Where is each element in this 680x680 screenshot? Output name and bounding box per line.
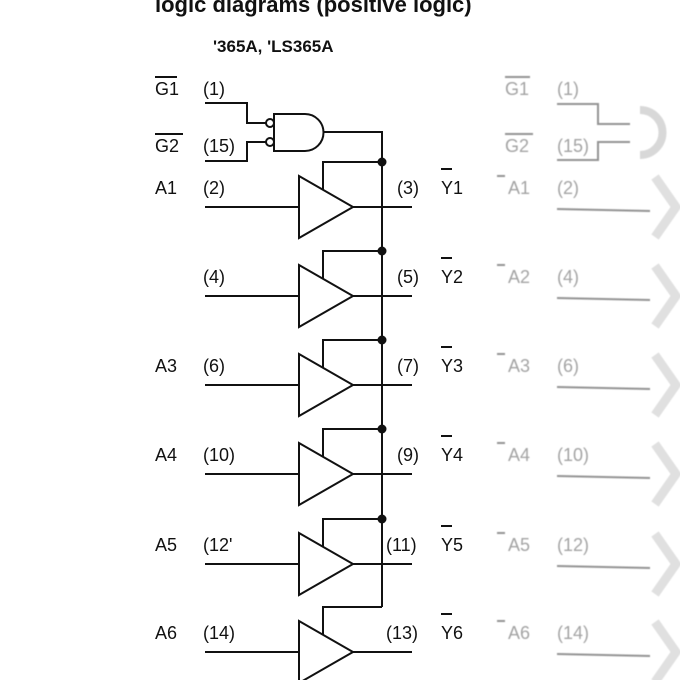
g1-label: G1 (155, 79, 179, 99)
buffer-triangle (298, 352, 356, 418)
enable-input-g1: G1 (1) (155, 76, 266, 124)
diagram-subtitle: '365A, 'LS365A (213, 37, 334, 56)
input-pin: (2) (557, 178, 579, 198)
buffer-row: A3 (6) (7) Y3 (155, 335, 463, 418)
and-gate (265, 113, 383, 607)
enable-wire (322, 339, 382, 368)
input-pin: (10) (557, 445, 589, 465)
g2-pin: (15) (557, 136, 589, 156)
enable-wire (322, 606, 382, 635)
buffer-triangle (298, 531, 356, 597)
input-pin: (6) (203, 356, 225, 376)
input-wire (556, 297, 651, 301)
input-pin: (10) (203, 445, 235, 465)
input-wire (556, 386, 651, 390)
output-label: Y1 (441, 178, 463, 198)
junction-dot (377, 335, 387, 345)
input-label: A4 (508, 445, 530, 465)
buffer-triangle (298, 619, 356, 680)
input-pin: (12' (203, 535, 232, 555)
g1-pin: (1) (557, 79, 579, 99)
buffer-row: (4) (5) Y2 (203, 246, 463, 329)
buffer-triangle (298, 263, 356, 329)
input-pin: (4) (203, 267, 225, 287)
enable-wire (322, 250, 382, 279)
enable-bus (323, 131, 383, 607)
input-pin: (2) (203, 178, 225, 198)
output-label: Y6 (441, 623, 463, 643)
output-pin: (7) (397, 356, 419, 376)
diagram-title: logic diagrams (positive logic) (155, 0, 472, 17)
input-label: A1 (155, 178, 177, 198)
output-pin: (3) (397, 178, 419, 198)
inversion-bubble (265, 137, 275, 147)
buffer-triangle (651, 174, 680, 240)
and-gate-body (639, 106, 667, 159)
input-pin: (12) (557, 535, 589, 555)
output-pin: (13) (386, 623, 418, 643)
input-pin: (14) (203, 623, 235, 643)
output-label: Y3 (441, 356, 463, 376)
junction-dot (377, 157, 387, 167)
buffer-row: A6 (14) (13) Y6 (155, 606, 463, 680)
buffer-triangle (651, 263, 680, 329)
output-pin: (9) (397, 445, 419, 465)
g2-label: G2 (155, 136, 179, 156)
buffer-triangle (651, 352, 680, 418)
g1-wire (557, 103, 630, 125)
input-wire (556, 475, 651, 479)
input-label: A1 (508, 178, 530, 198)
g1-wire (205, 102, 266, 124)
output-pin: (11) (386, 535, 417, 555)
buffer-triangle (651, 619, 680, 680)
and-gate-body (273, 113, 325, 152)
enable-wire (322, 428, 382, 457)
output-label: Y5 (441, 535, 463, 555)
input-label: A2 (508, 267, 530, 287)
buffer-triangle (298, 441, 356, 507)
enable-wire (322, 518, 382, 547)
output-label: Y4 (441, 445, 463, 465)
input-wire (556, 653, 651, 657)
buffer-row: A4 (10) (9) Y4 (155, 424, 463, 507)
output-label: Y2 (441, 267, 463, 287)
input-wire (556, 565, 651, 569)
input-label: A5 (508, 535, 530, 555)
input-pin: (4) (557, 267, 579, 287)
junction-dot (377, 514, 387, 524)
input-label: A5 (155, 535, 177, 555)
junction-dot (377, 246, 387, 256)
junction-dot (377, 424, 387, 434)
enable-input-g2: G2 (15) (155, 133, 266, 162)
input-wire (556, 208, 651, 212)
input-pin: (6) (557, 356, 579, 376)
g2-wire (557, 141, 630, 161)
g2-wire (205, 141, 266, 162)
g1-label: G1 (505, 79, 529, 99)
buffer-triangle (651, 531, 680, 597)
input-label: A3 (508, 356, 530, 376)
input-label: A4 (155, 445, 177, 465)
inversion-bubble (265, 118, 275, 128)
input-pin: (14) (557, 623, 589, 643)
g2-pin: (15) (203, 136, 235, 156)
buffer-row: A1 (2) (3) Y1 (155, 157, 463, 240)
buffer-triangle (651, 441, 680, 507)
g1-pin: (1) (203, 79, 225, 99)
output-pin: (5) (397, 267, 419, 287)
input-label: A3 (155, 356, 177, 376)
input-label: A6 (508, 623, 530, 643)
buffer-triangle (298, 174, 356, 240)
enable-wire (322, 161, 382, 190)
g2-label: G2 (505, 136, 529, 156)
input-label: A6 (155, 623, 177, 643)
second-logic-diagram: G1 (1) G2 (15) A1 (2) A2 (4) A3 (6) A4 (10) A5 (1… (497, 76, 680, 680)
buffer-row: A5 (12' (11) Y5 (155, 514, 463, 597)
